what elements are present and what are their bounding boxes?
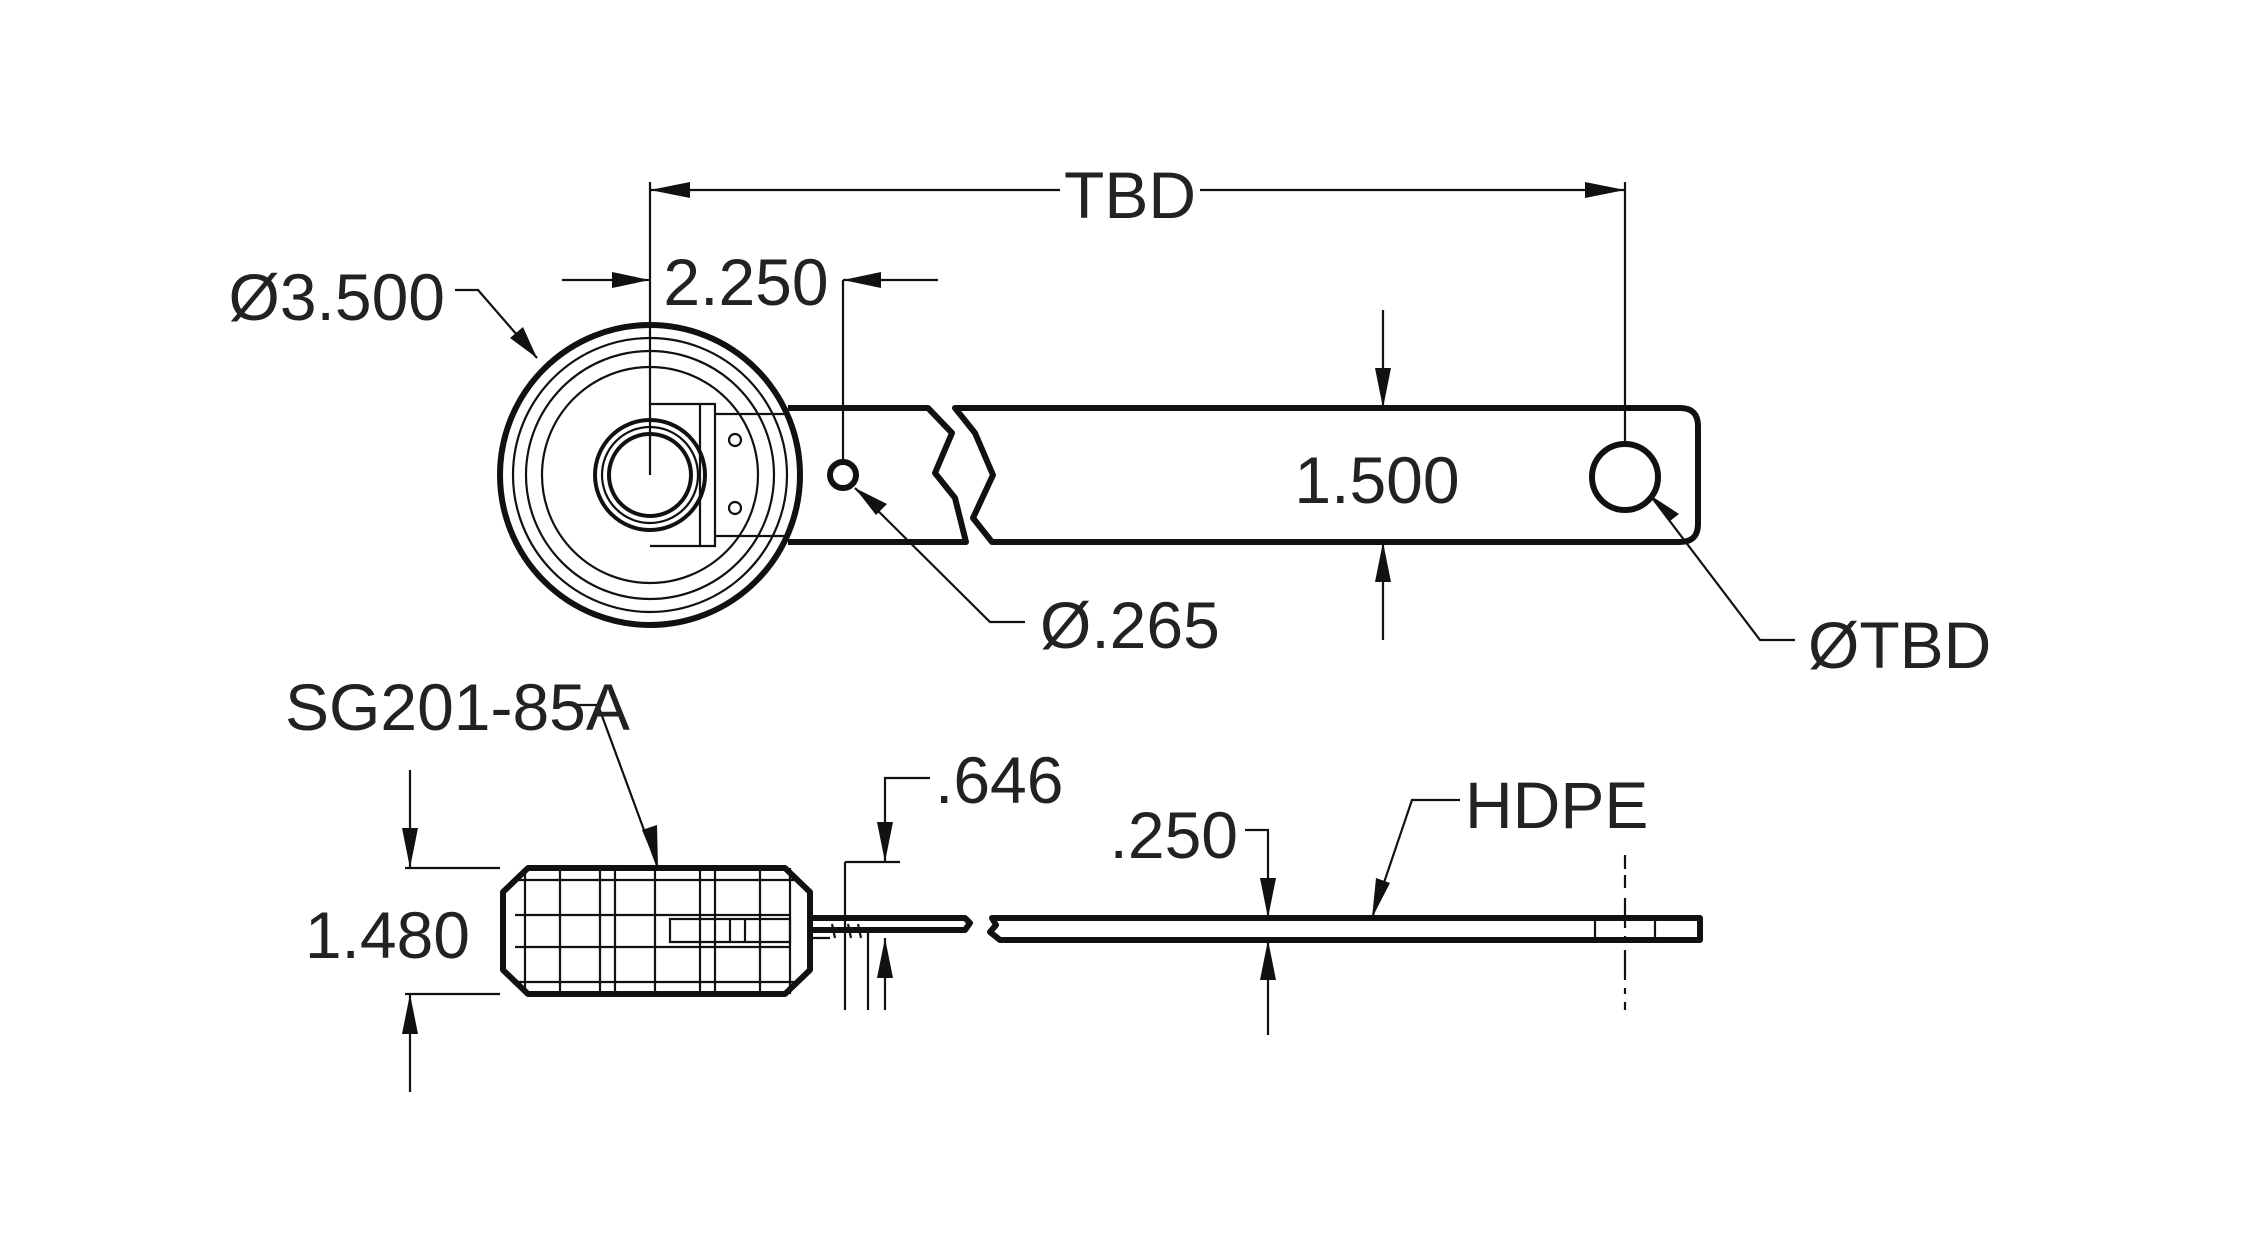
dim-arm-thickness: .250 (1110, 798, 1276, 1035)
arm-top-right (952, 405, 1701, 545)
dim-wheel-part-number: SG201-85A (285, 670, 660, 869)
arm-side-left (810, 915, 973, 933)
dim-hole-offset: 2.250 (562, 245, 938, 319)
top-view: TBD 2.250 Ø3.500 1.500 Ø.265 (229, 158, 1992, 682)
label-end-hole-diameter: ØTBD (1808, 608, 1991, 682)
wheel-side-view (500, 865, 813, 997)
dim-arm-material: HDPE (1370, 768, 1648, 919)
label-wheel-width: 1.480 (305, 898, 470, 972)
dim-wheel-diameter: Ø3.500 (229, 260, 538, 359)
dim-overall-length: TBD (650, 158, 1625, 232)
label-wheel-part-number: SG201-85A (285, 670, 630, 744)
dim-end-hole-diameter: ØTBD (1649, 494, 1991, 682)
dim-hub-thickness: .646 (843, 743, 1063, 1010)
dim-small-hole-diameter: Ø.265 (854, 487, 1220, 662)
label-arm-width: 1.500 (1294, 443, 1459, 517)
dim-wheel-width: 1.480 (305, 770, 500, 1092)
label-wheel-diameter: Ø3.500 (229, 260, 446, 334)
label-arm-thickness: .250 (1110, 798, 1238, 872)
label-overall-length: TBD (1064, 158, 1196, 232)
side-view: 1.480 SG201-85A .646 .250 (285, 670, 1703, 1092)
end-hole (1589, 441, 1661, 513)
label-small-hole-diameter: Ø.265 (1040, 588, 1220, 662)
label-arm-material: HDPE (1465, 768, 1648, 842)
label-hole-offset: 2.250 (663, 245, 828, 319)
arm-top-left (788, 405, 969, 545)
small-hole (827, 459, 859, 491)
arm-side-right (987, 915, 1703, 943)
dim-arm-width: 1.500 (1294, 310, 1460, 640)
label-hub-thickness: .646 (935, 743, 1063, 817)
